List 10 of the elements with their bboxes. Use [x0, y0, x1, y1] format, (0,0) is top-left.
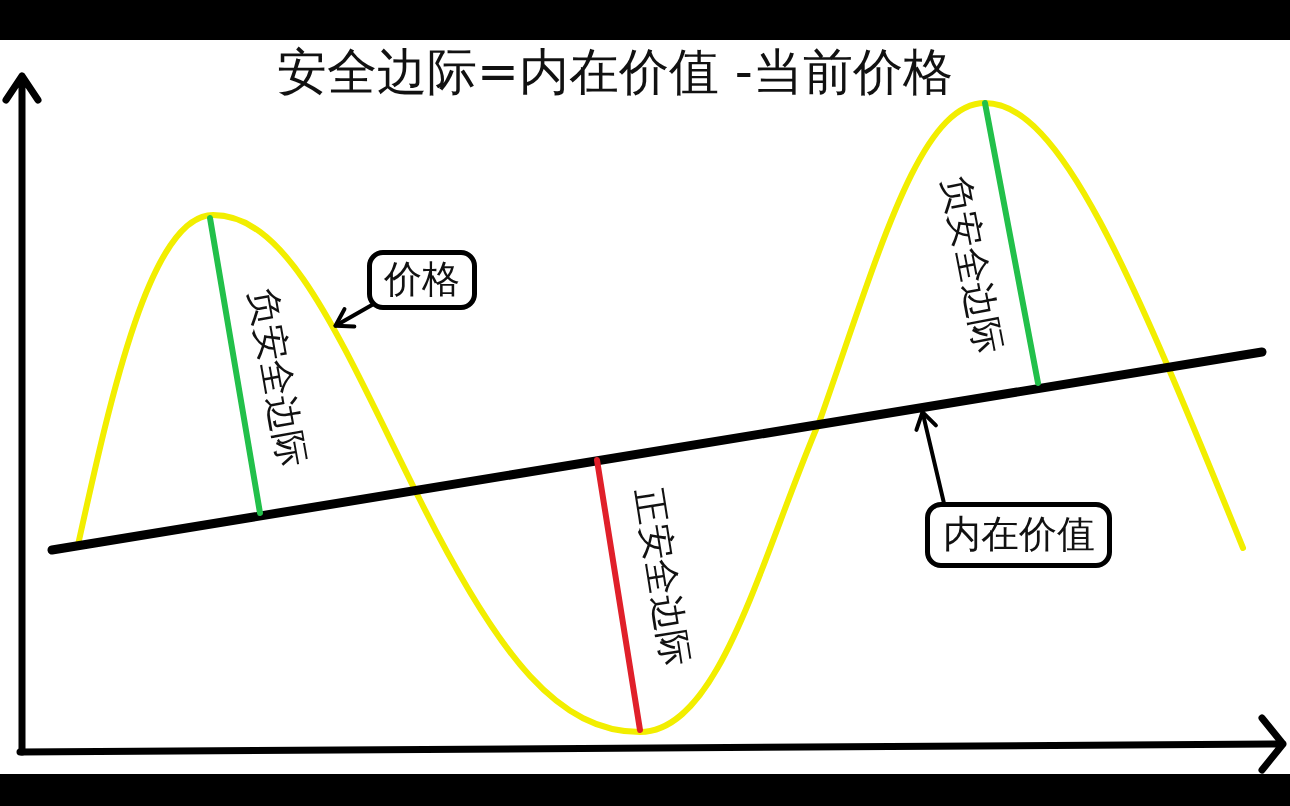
- margin-label: 正安全边际: [630, 485, 694, 669]
- arrow: [333, 303, 374, 329]
- callout-box: [925, 502, 1112, 568]
- callout-label: 内在价值: [942, 514, 1095, 556]
- title: 安全边际=内在价值 -当前价格: [277, 47, 953, 97]
- margin-label: 负安全边际: [937, 173, 1007, 357]
- callout-label: 价格: [384, 259, 460, 301]
- arrow: [914, 410, 946, 504]
- callout-box: [367, 250, 477, 310]
- margin-label: 负安全边际: [243, 286, 311, 470]
